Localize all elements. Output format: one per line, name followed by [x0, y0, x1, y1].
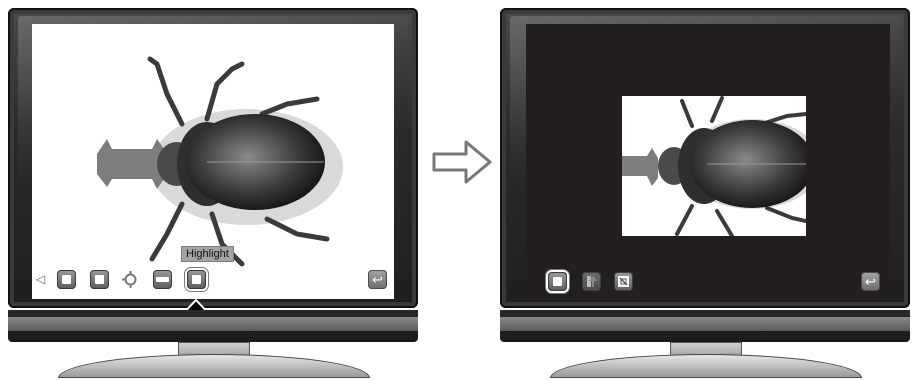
- zoom-button[interactable]: [121, 270, 140, 289]
- back-button[interactable]: ↩: [368, 270, 387, 289]
- left-monitor-stand: [58, 354, 370, 378]
- pip-icon: [62, 275, 71, 284]
- scroll-left-arrow[interactable]: ◁: [36, 272, 45, 286]
- highlight-tooltip: Highlight: [181, 246, 234, 262]
- right-monitor-stand: [550, 354, 862, 378]
- highlight-selected-button[interactable]: [548, 272, 567, 291]
- freeze-button[interactable]: [90, 270, 109, 289]
- left-base-strip: [8, 317, 418, 331]
- highlight-move-icon: [582, 272, 601, 291]
- highlight-move-button[interactable]: [582, 272, 601, 291]
- right-base-strip: [500, 317, 910, 331]
- highlight-resize-icon: [614, 272, 633, 291]
- pip-button[interactable]: [57, 270, 76, 289]
- highlight-selected-icon: [553, 277, 562, 286]
- freeze-icon: [95, 275, 104, 284]
- transition-arrow-icon: [430, 138, 494, 186]
- return-icon-right: ↩: [865, 274, 876, 289]
- left-monitor-base: [8, 310, 418, 342]
- back-button-right[interactable]: ↩: [861, 272, 880, 291]
- highlight-button[interactable]: [187, 270, 206, 289]
- beetle-highlight-image: [622, 96, 806, 236]
- mask-button[interactable]: [153, 270, 172, 289]
- highlight-region: [622, 96, 806, 236]
- mask-icon: [156, 277, 169, 282]
- right-monitor-screen: ↩: [526, 24, 890, 299]
- return-icon: ↩: [372, 272, 383, 287]
- zoom-icon: [121, 270, 140, 289]
- left-monitor-screen: ◁ Highlight ↩: [32, 24, 394, 299]
- highlight-resize-button[interactable]: [614, 272, 633, 291]
- highlight-icon: [192, 275, 201, 284]
- right-monitor-base: [500, 310, 910, 342]
